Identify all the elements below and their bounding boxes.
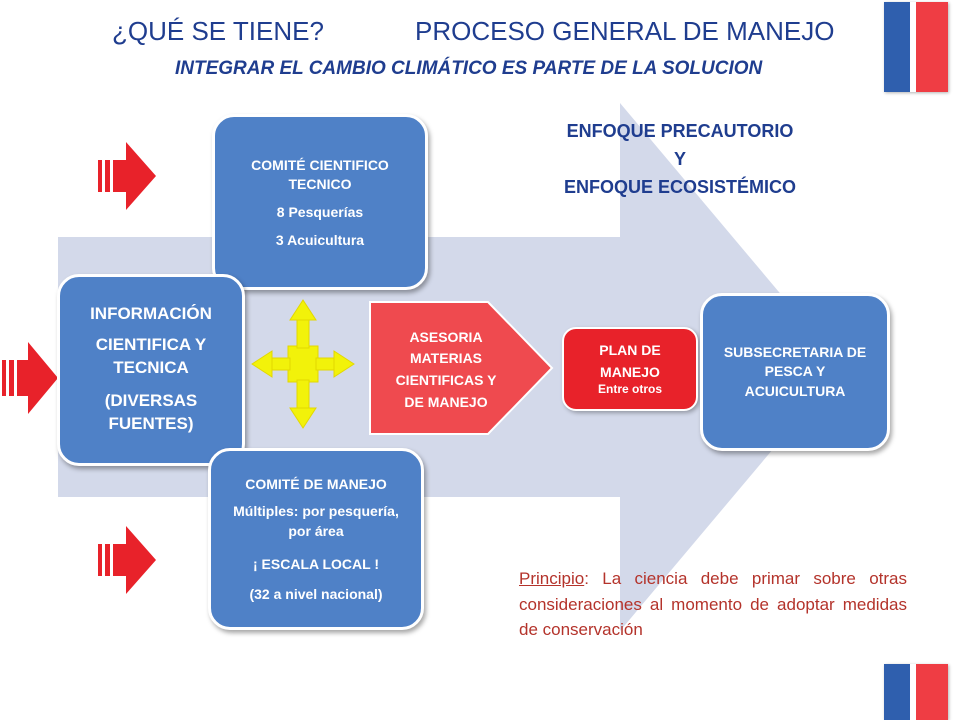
flag-bottom-icon: [884, 664, 948, 720]
asesoria-line-3: CIENTIFICAS Y: [395, 372, 497, 388]
plan-manejo-box: PLAN DE MANEJO Entre otros: [562, 327, 698, 411]
principio-label: Principio: [519, 569, 585, 588]
comite-cientifico-pesquerias: 8 Pesquerías: [276, 203, 364, 220]
red-arrow-middle-icon: [2, 342, 58, 414]
asesoria-line-1: ASESORIA: [409, 328, 483, 345]
red-arrow-top-icon: [98, 142, 156, 210]
comite-manejo-box: COMITÉ DE MANEJO Múltiples: por pesquerí…: [208, 448, 424, 630]
informacion-line-2: CIENTIFICA Y TECNICA: [95, 335, 207, 378]
plan-line-3: Entre otros: [597, 382, 662, 396]
comite-manejo-title: COMITÉ DE MANEJO: [245, 476, 387, 493]
subsecretaria-box: SUBSECRETARIA DE PESCA Y ACUICULTURA: [700, 293, 890, 451]
page-subtitle: INTEGRAR EL CAMBIO CLIMÁTICO ES PARTE DE…: [175, 58, 763, 79]
principio-text: Principio: La ciencia debe primar sobre …: [519, 566, 907, 643]
asesoria-shape: [369, 301, 554, 435]
comite-cientifico-title: COMITÉ CIENTIFICO TECNICO: [251, 157, 389, 192]
principio-body: : La ciencia debe primar sobre otras con…: [519, 569, 907, 639]
red-arrow-bottom-icon: [98, 526, 156, 594]
informacion-line-1: INFORMACIÓN: [90, 304, 212, 324]
enfoque-line-1: ENFOQUE PRECAUTORIO: [566, 121, 794, 141]
page-title-process: PROCESO GENERAL DE MANEJO: [415, 16, 835, 46]
comite-cientifico-box: COMITÉ CIENTIFICO TECNICO 8 Pesquerías 3…: [212, 114, 428, 290]
flag-top-icon: [884, 2, 948, 92]
page-title: ¿QUÉ SE TIENE?: [112, 16, 324, 46]
comite-cientifico-acuicultura: 3 Acuicultura: [275, 231, 365, 248]
comite-manejo-multiples: Múltiples: por pesquería, por área: [233, 503, 399, 539]
four-way-arrow-icon: [251, 299, 355, 429]
enfoque-line-3: ENFOQUE ECOSISTÉMICO: [563, 176, 797, 197]
informacion-box: INFORMACIÓN CIENTIFICA Y TECNICA (DIVERS…: [57, 274, 245, 466]
asesoria-line-4: DE MANEJO: [404, 393, 488, 410]
plan-line-2: MANEJO: [600, 364, 660, 380]
informacion-line-3: (DIVERSAS FUENTES): [104, 391, 198, 433]
asesoria-label: ASESORIA MATERIAS CIENTIFICAS Y DE MANEJ…: [372, 318, 520, 422]
asesoria-line-2: MATERIAS: [409, 350, 483, 367]
comite-manejo-nacional: (32 a nivel nacional): [249, 585, 383, 602]
subsecretaria-label: SUBSECRETARIA DE PESCA Y ACUICULTURA: [723, 343, 867, 399]
comite-manejo-escala: ¡ ESCALA LOCAL !: [253, 555, 379, 572]
enfoque-line-2: Y: [673, 148, 686, 169]
plan-line-1: PLAN DE: [599, 342, 661, 358]
enfoque-heading: ENFOQUE PRECAUTORIO Y ENFOQUE ECOSISTÉMI…: [520, 118, 840, 202]
